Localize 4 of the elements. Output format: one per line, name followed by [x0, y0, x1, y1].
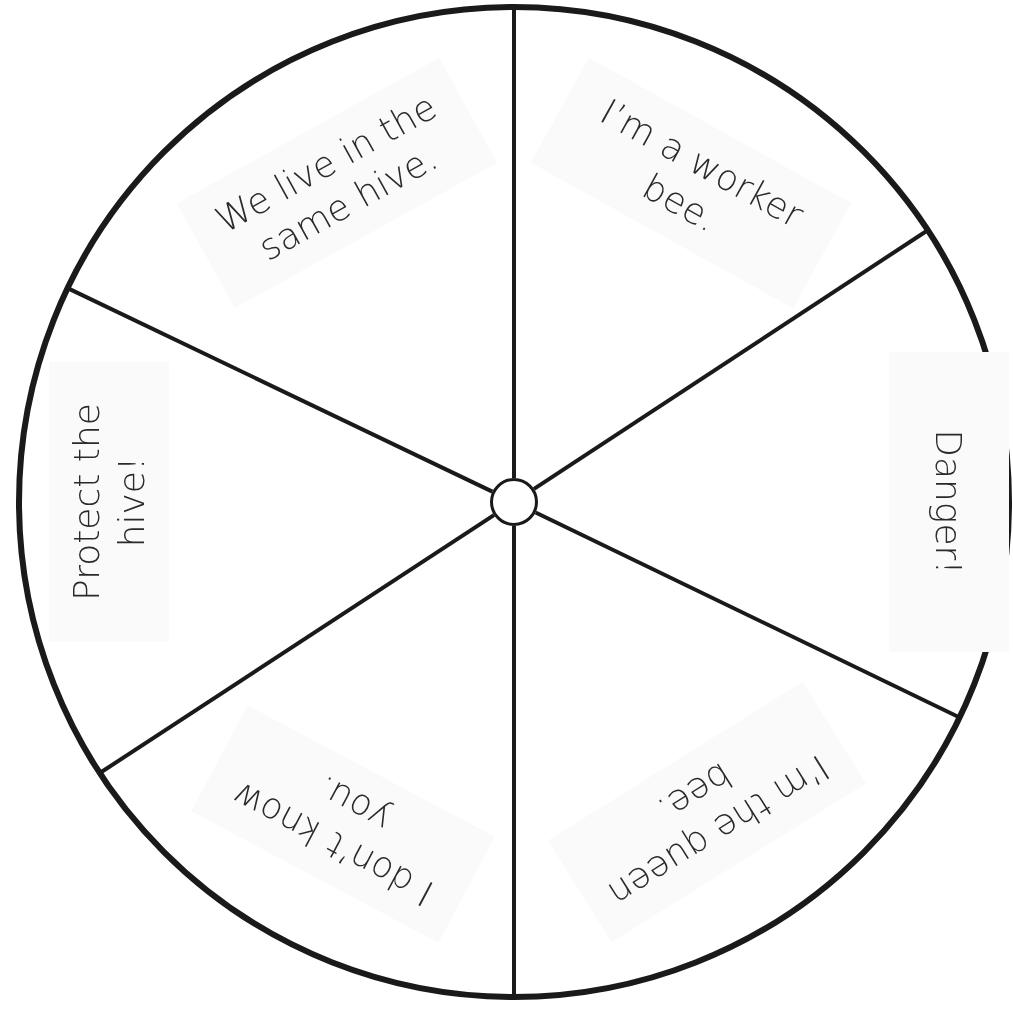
sector-label: Protect the hive! — [49, 362, 169, 642]
sector-label: We live in the same hive. — [176, 57, 498, 308]
sector-label: Danger! — [889, 352, 1009, 652]
hub-circle — [490, 478, 538, 526]
